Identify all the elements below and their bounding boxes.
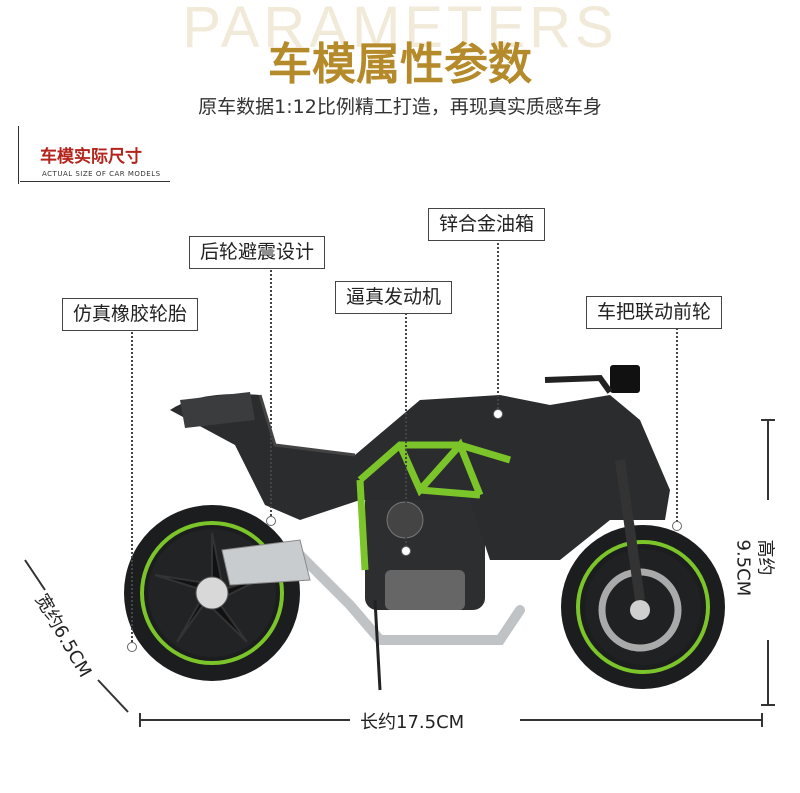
tank-marker bbox=[493, 409, 503, 419]
front-leader-line bbox=[676, 325, 678, 525]
section-divider bbox=[18, 126, 19, 184]
height-dimension: 高约9.5CM bbox=[732, 539, 776, 597]
page-title: 车模属性参数 bbox=[268, 39, 532, 90]
engine-leader-line bbox=[405, 310, 407, 550]
front-wheel bbox=[561, 525, 725, 689]
tire-leader-line bbox=[131, 328, 133, 646]
trellis-frame bbox=[356, 438, 512, 571]
engine-marker bbox=[401, 546, 411, 556]
section-subtitle: ACTUAL SIZE OF CAR MODELS bbox=[42, 170, 161, 178]
rear-shock-marker bbox=[266, 516, 276, 526]
front-marker bbox=[672, 521, 682, 531]
section-title: 车模实际尺寸 bbox=[40, 147, 142, 167]
front-callout: 车把联动前轮 bbox=[586, 296, 723, 329]
rear-shock-callout: 后轮避震设计 bbox=[189, 236, 326, 269]
tire-marker bbox=[127, 642, 137, 652]
section-underline bbox=[20, 181, 170, 182]
length-dimension: 长约17.5CM bbox=[360, 712, 465, 733]
watermark-text: PARAMETERS bbox=[182, 0, 618, 60]
rear-shock-leader-line bbox=[270, 265, 272, 520]
tire-callout: 仿真橡胶轮胎 bbox=[62, 298, 199, 331]
tank-leader-line bbox=[497, 238, 499, 413]
page-subtitle: 原车数据1:12比例精工打造，再现真实质感车身 bbox=[198, 96, 602, 118]
engine-callout: 逼真发动机 bbox=[335, 281, 453, 314]
tank-callout: 锌合金油箱 bbox=[428, 208, 546, 241]
